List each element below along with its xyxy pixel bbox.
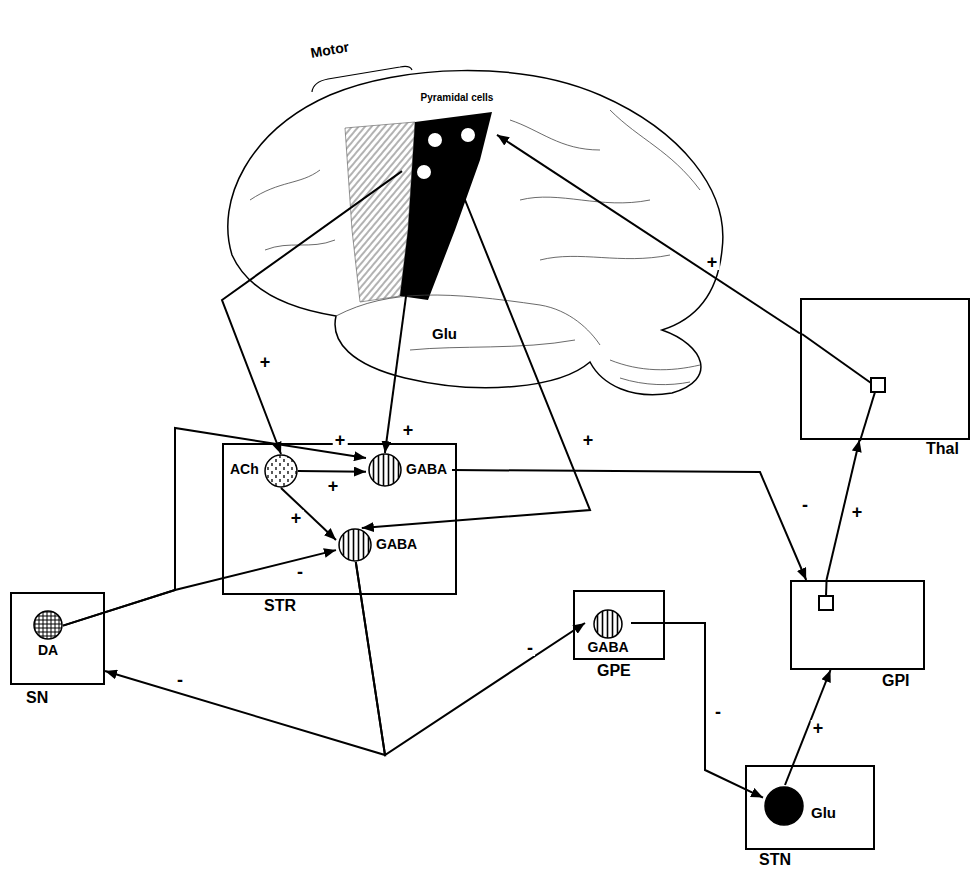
pyramidal-cell — [460, 127, 476, 143]
neuron: Glu — [763, 785, 863, 827]
sign-label: - — [800, 497, 810, 513]
pyramidal-cell — [416, 164, 432, 180]
nucleus-label: Thal — [926, 440, 959, 458]
neuron: DA — [33, 610, 63, 662]
region-label: Motor — [309, 39, 350, 61]
cell-label: Pyramidal cells — [420, 92, 494, 103]
sign-label: - — [175, 672, 185, 688]
neuron-label: GABA — [406, 462, 447, 477]
pathway-arrow — [222, 171, 402, 454]
nucleus-box: STRAChGABAGABA — [222, 443, 457, 595]
neuron: GABA — [585, 608, 631, 658]
pathway-arrow — [785, 670, 831, 785]
neuron: GABA — [336, 528, 422, 562]
pathway-arrow — [497, 135, 800, 334]
pyramidal-strip — [400, 112, 492, 300]
transmitter-label: Glu — [432, 326, 457, 343]
sign-label: + — [326, 478, 341, 494]
nucleus-label: STN — [759, 851, 791, 869]
neuron-label: GABA — [587, 640, 628, 655]
pathway-arrow — [631, 623, 763, 798]
neuron-label: Glu — [811, 805, 836, 822]
neuron-circle — [34, 611, 62, 639]
nucleus-label: SN — [26, 689, 48, 707]
pathway-arrow — [356, 562, 585, 755]
sign-label: + — [581, 432, 596, 448]
sign-label: + — [705, 254, 720, 270]
neuron-circle — [369, 454, 401, 486]
sign-label: + — [401, 422, 416, 438]
neuron: ACh — [230, 454, 298, 488]
sign-label: - — [525, 640, 535, 656]
nucleus-box: GPEGABA — [573, 590, 665, 660]
pyramidal-cell-bodies — [402, 92, 497, 185]
pathway-arrow — [281, 488, 336, 540]
neuron-label: GABA — [376, 537, 417, 552]
sign-label: - — [713, 704, 723, 720]
neuron-circle — [265, 455, 297, 487]
pathway-arrow — [452, 470, 806, 580]
pathway-arrow — [362, 185, 590, 528]
neuron: GABA — [366, 453, 452, 487]
neuron-circle — [594, 610, 622, 638]
nucleus-box: SNDA — [10, 592, 105, 685]
nucleus-label: GPI — [882, 672, 910, 690]
sign-label: + — [333, 432, 348, 448]
nucleus-label: STR — [264, 597, 296, 615]
pyramidal-cells: Pyramidal cells — [402, 92, 497, 185]
neuron-circle — [765, 787, 803, 825]
relay-cell — [802, 334, 885, 610]
motor-bracket — [312, 66, 412, 92]
nucleus-box: STNGlu — [745, 765, 875, 850]
pyramidal-cell — [427, 132, 443, 148]
brain-outline — [228, 71, 723, 395]
nucleus-label: GPE — [597, 662, 631, 680]
sign-label: + — [811, 720, 826, 736]
sign-label: + — [850, 504, 865, 520]
neuron-label: DA — [38, 643, 58, 658]
pathway-arrow — [385, 185, 421, 453]
sign-label: + — [289, 510, 304, 526]
sulci — [250, 110, 700, 385]
sign-label: + — [258, 354, 273, 370]
neuron-label: ACh — [230, 462, 259, 477]
nucleus-box: Thal — [800, 298, 970, 440]
neuron-circle — [339, 529, 371, 561]
pathway-arrow — [298, 470, 366, 473]
sign-label: - — [295, 564, 305, 580]
pathway-arrow — [63, 428, 366, 626]
nucleus-box: GPI — [790, 580, 925, 670]
pathway-arrow — [105, 562, 385, 755]
